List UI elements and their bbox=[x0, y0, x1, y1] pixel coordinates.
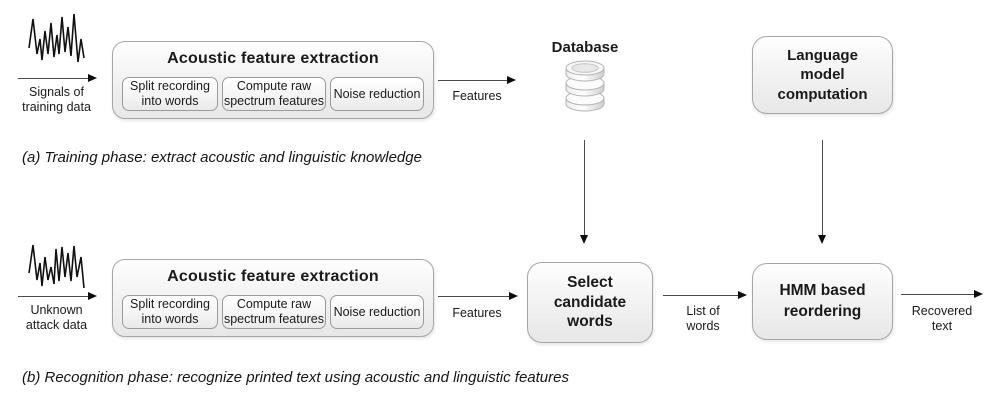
arrow-shaft bbox=[584, 140, 585, 237]
arrow-attack-input bbox=[18, 289, 97, 303]
step-noise-reduction: Noise reduction bbox=[330, 295, 424, 329]
arrowhead-icon bbox=[88, 74, 97, 82]
step-noise-reduction: Noise reduction bbox=[330, 77, 424, 111]
step-split-recording: Split recording into words bbox=[122, 77, 218, 111]
arrow-list-of-words bbox=[663, 288, 747, 302]
arrowhead-icon bbox=[507, 76, 516, 84]
list-of-words-label: List of words bbox=[686, 304, 720, 333]
training-input-label: Signals of training data bbox=[22, 85, 91, 114]
database-label: Database bbox=[551, 39, 619, 56]
arrowhead-icon bbox=[88, 292, 97, 300]
acoustic-box-title: Acoustic feature extraction bbox=[167, 50, 379, 67]
step-compute-spectrum: Compute raw spectrum features bbox=[222, 295, 326, 329]
arrow-database-to-select bbox=[578, 140, 590, 244]
arrow-shaft bbox=[901, 294, 976, 295]
select-candidate-words-label: Select candidate words bbox=[553, 274, 627, 331]
language-model-box: Language model computation bbox=[752, 36, 893, 114]
acoustic-steps-row: Split recording into words Compute raw s… bbox=[122, 295, 424, 329]
hmm-reordering-label: HMM based reordering bbox=[779, 282, 866, 320]
arrowhead-icon bbox=[580, 235, 588, 244]
acoustic-feature-extraction-box-b: Acoustic feature extraction Split record… bbox=[112, 259, 434, 337]
acoustic-steps-row: Split recording into words Compute raw s… bbox=[122, 77, 424, 111]
arrow-langmodel-to-hmm bbox=[816, 140, 828, 244]
language-model-label: Language model computation bbox=[777, 47, 868, 103]
training-waveform-icon bbox=[28, 13, 85, 63]
attack-input-label: Unknown attack data bbox=[25, 303, 88, 332]
features-label-a: Features bbox=[452, 89, 502, 103]
select-candidate-words-box: Select candidate words bbox=[527, 262, 653, 343]
arrowhead-icon bbox=[509, 292, 518, 300]
arrow-shaft bbox=[822, 140, 823, 237]
features-label-b: Features bbox=[452, 306, 502, 320]
caption-a: (a) Training phase: extract acoustic and… bbox=[22, 149, 422, 166]
arrowhead-icon bbox=[974, 290, 983, 298]
step-split-recording: Split recording into words bbox=[122, 295, 218, 329]
acoustic-box-title: Acoustic feature extraction bbox=[167, 268, 379, 285]
acoustic-feature-extraction-box-a: Acoustic feature extraction Split record… bbox=[112, 41, 434, 119]
arrow-features-b bbox=[438, 289, 518, 303]
arrow-shaft bbox=[18, 296, 90, 297]
database-icon bbox=[565, 60, 605, 112]
arrow-shaft bbox=[663, 295, 740, 296]
attack-waveform-icon bbox=[28, 244, 85, 289]
caption-b: (b) Recognition phase: recognize printed… bbox=[22, 369, 569, 386]
recovered-text-label: Recovered text bbox=[911, 304, 973, 333]
arrowhead-icon bbox=[818, 235, 826, 244]
hmm-reordering-box: HMM based reordering bbox=[752, 263, 893, 340]
arrowhead-icon bbox=[738, 291, 747, 299]
arrow-features-a bbox=[438, 73, 516, 87]
arrow-shaft bbox=[438, 80, 509, 81]
step-compute-spectrum: Compute raw spectrum features bbox=[222, 77, 326, 111]
arrow-shaft bbox=[438, 296, 511, 297]
arrow-recovered-text bbox=[901, 287, 983, 301]
arrow-training-input bbox=[18, 71, 97, 85]
arrow-shaft bbox=[18, 78, 90, 79]
